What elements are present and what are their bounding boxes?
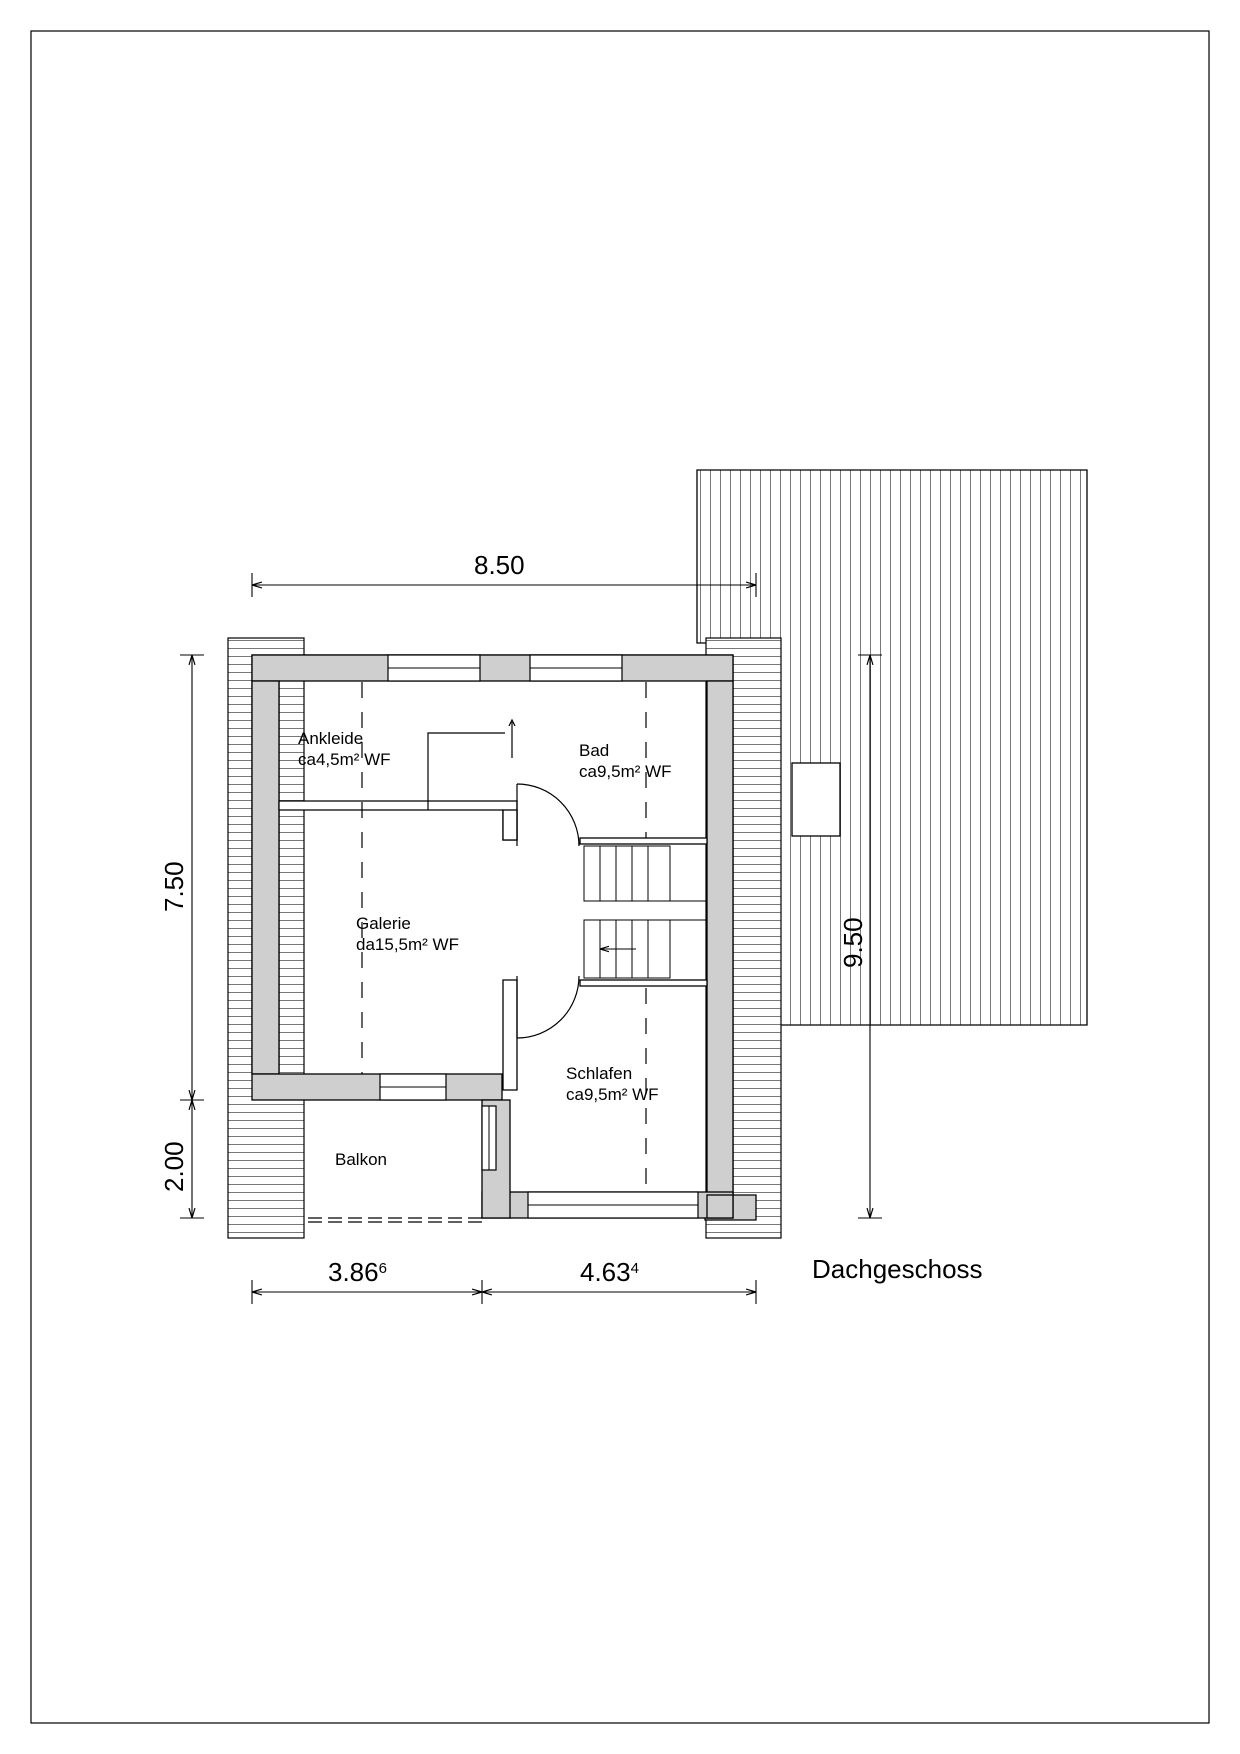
roof-window <box>791 762 841 837</box>
plan-title: Dachgeschoss <box>812 1254 983 1284</box>
dim-width-right-main: 4.63 <box>580 1257 631 1287</box>
room-bad-area: ca9,5m² WF <box>579 762 672 781</box>
room-schlafen-area: ca9,5m² WF <box>566 1085 659 1104</box>
dim-height-main: 7.50 <box>159 861 189 912</box>
room-bad-name: Bad <box>579 741 609 760</box>
balcony-door <box>481 1105 497 1171</box>
room-ankleide-area: ca4,5m² WF <box>298 750 391 769</box>
interior-walls <box>278 800 708 1091</box>
room-galerie-name: Galerie <box>356 914 411 933</box>
room-ankleide-name: Ankleide <box>298 729 363 748</box>
dim-width-total: 8.50 <box>474 550 525 580</box>
dim-width-left-sup: 6 <box>379 1260 387 1277</box>
roof-outline <box>696 469 1088 1026</box>
dim-width-right: 4.634 <box>580 1257 639 1287</box>
dim-height-balcony: 2.00 <box>159 1141 189 1192</box>
windows-top <box>387 654 623 682</box>
window-galerie <box>379 1073 447 1101</box>
slope-lines <box>308 682 647 1219</box>
window-schlafen <box>527 1191 699 1219</box>
dim-width-left: 3.866 <box>328 1257 387 1287</box>
room-galerie-area: da15,5m² WF <box>356 935 459 954</box>
doors <box>427 718 580 1039</box>
dim-height-roof: 9.50 <box>838 917 868 968</box>
room-balkon-name: Balkon <box>335 1150 387 1169</box>
dim-width-left-main: 3.86 <box>328 1257 379 1287</box>
sheet-border <box>30 30 1210 1724</box>
dimension-lines <box>180 573 882 1304</box>
room-schlafen-name: Schlafen <box>566 1064 632 1083</box>
stair <box>583 845 707 979</box>
dim-width-right-sup: 4 <box>631 1260 639 1277</box>
